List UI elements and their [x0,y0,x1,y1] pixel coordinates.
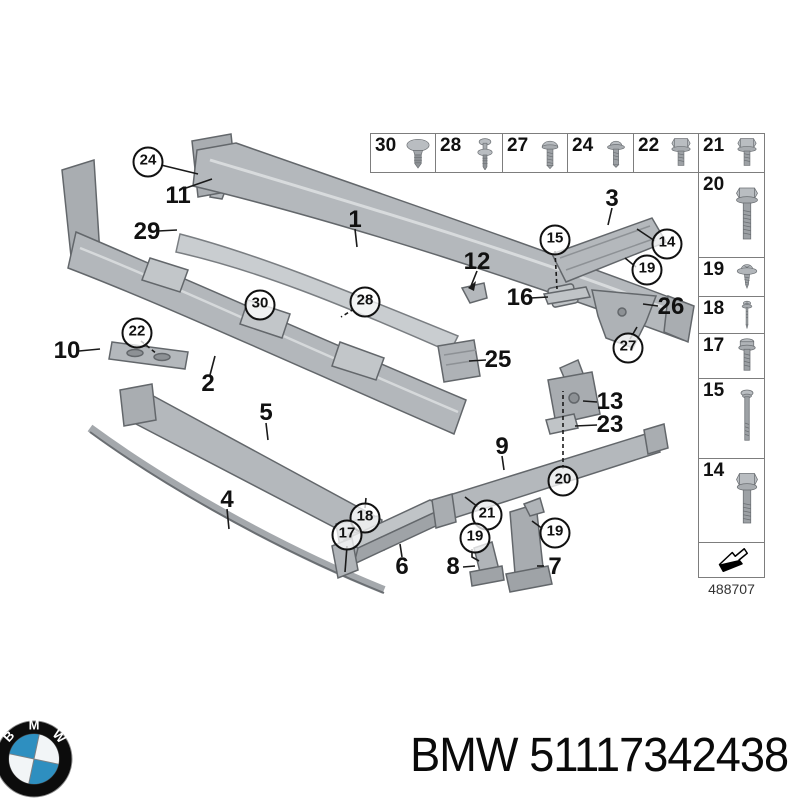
callout-22-circled: 22 [121,317,153,349]
bolt-long-thin-icon [740,389,754,441]
part-23-plate-shape [545,413,579,435]
callout-13: 13 [596,388,624,415]
pin-screw-icon [741,300,753,329]
callout-26: 26 [657,293,685,320]
legend-item-number: 27 [507,135,529,156]
legend-cell-28: 28 [435,133,503,173]
callout-24-circled: 24 [132,146,164,178]
callout-7: 7 [548,553,562,580]
callout-11: 11 [165,182,191,209]
callout-6: 6 [395,553,409,580]
callout-5: 5 [259,399,273,426]
callout-4: 4 [220,486,234,513]
brand-name: BMW [409,729,518,782]
hex-flange-bolt-icon [737,138,757,166]
logo-letter-m: M [29,718,40,733]
callout-19-circled: 19 [459,522,491,554]
legend-cell-arrow [698,542,765,578]
part-10-plate-shape [108,341,189,370]
callout-16: 16 [506,284,534,311]
legend-cell-19: 19 [698,257,765,297]
callout-8: 8 [446,553,460,580]
callout-1: 1 [348,206,362,233]
legend-cell-30: 30 [370,133,436,173]
legend-item-number: 19 [703,259,725,280]
callout-27-circled: 27 [612,332,644,364]
callout-2: 2 [201,370,215,397]
legend-cell-27: 27 [502,133,568,173]
legend-item-number: 14 [703,460,725,481]
legend-item-number: 24 [572,135,594,156]
legend-cell-22: 22 [633,133,699,173]
callout-28-circled: 28 [349,286,381,318]
legend-item-number: 28 [440,135,462,156]
expansion-rivet-icon [477,138,493,170]
pan-screw-icon [541,140,559,170]
callout-18-circled: 18 [349,502,381,534]
callout-9: 9 [495,433,509,460]
legend-item-number: 30 [375,135,397,156]
callout-17-circled: 17 [331,519,363,551]
callout-23: 23 [596,411,624,438]
direction-arrow-icon [718,548,748,572]
callout-29: 29 [133,218,161,245]
part-number-text: BMW 51117342438 [409,728,789,783]
legend-cell-17: 17 [698,333,765,379]
legend-cell-18: 18 [698,296,765,334]
callout-12: 12 [463,248,491,275]
legend-item-number: 17 [703,335,725,356]
big-washer-screw-icon [736,264,758,289]
push-rivet-icon [406,138,430,169]
legend-item-number: 15 [703,380,725,401]
callout-20-circled: 20 [547,465,579,497]
callout-10: 10 [53,337,81,364]
legend-cell-21: 21 [698,133,765,173]
callout-30-circled: 30 [244,289,276,321]
hex-flange-bolt-icon [671,138,691,166]
legend-item-number: 20 [703,174,725,195]
bmw-logo: B M W [0,717,76,800]
callout-3: 3 [605,185,619,212]
callout-19-circled: 19 [631,254,663,286]
hex-bolt-14-icon [736,473,758,524]
part-number: 51117342438 [529,729,789,782]
washer-screw-icon [607,140,625,168]
legend-cell-14: 14 [698,458,765,543]
legend-item-number: 18 [703,298,725,319]
hex-bolt-long-icon [736,187,758,240]
legend-cell-15: 15 [698,378,765,459]
diagram-number: 488707 [708,581,755,597]
callout-19-circled: 19 [539,517,571,549]
legend-item-number: 21 [703,135,725,156]
bolt-medium-icon [738,338,756,371]
callout-14-circled: 14 [651,228,683,260]
legend-item-number: 22 [638,135,660,156]
callout-25: 25 [484,346,512,373]
part-16-strip-shape [542,286,592,305]
legend-cell-20: 20 [698,172,765,258]
callout-15-circled: 15 [539,224,571,256]
legend-cell-24: 24 [567,133,634,173]
